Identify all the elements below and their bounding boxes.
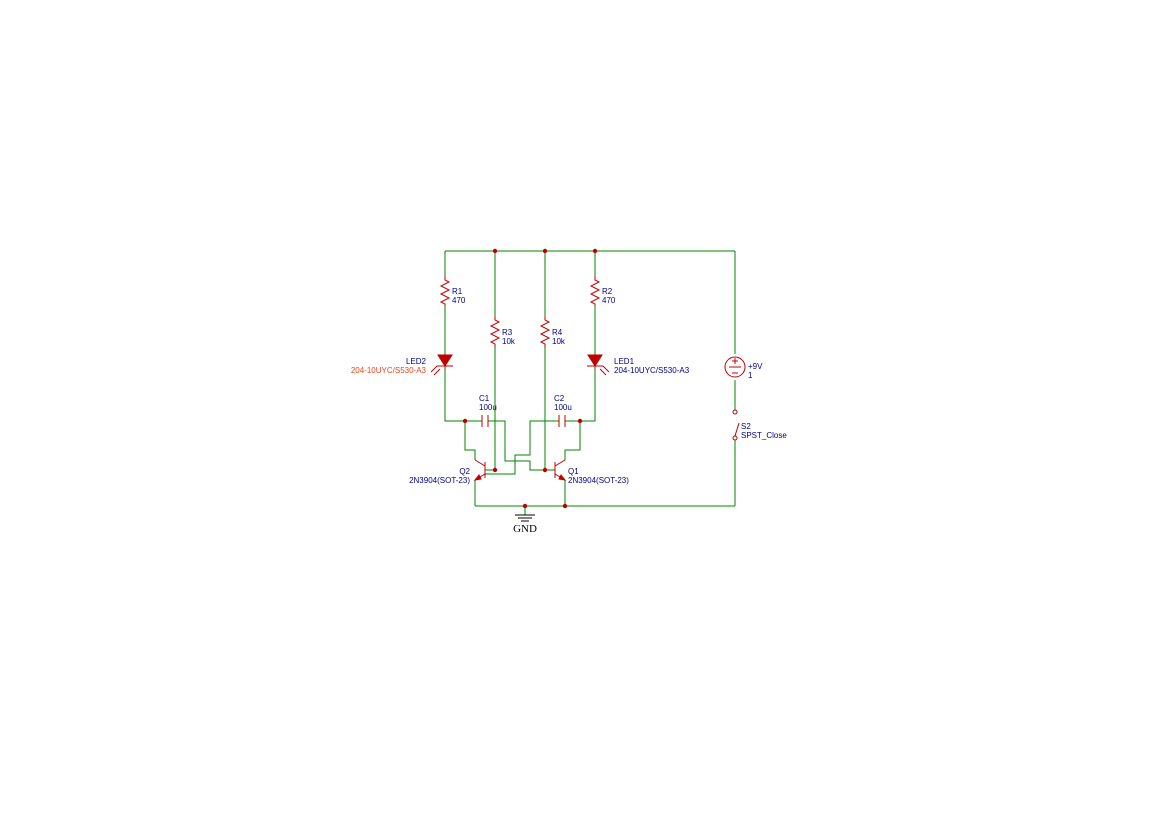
junction-dot bbox=[542, 467, 548, 473]
wires bbox=[444, 250, 736, 515]
gnd-label: GND bbox=[513, 523, 537, 535]
s2-terminal-icon bbox=[732, 409, 738, 415]
junction-dot bbox=[492, 467, 498, 473]
v1-extra: 1 bbox=[748, 371, 753, 380]
c1-ref: C1 bbox=[479, 394, 490, 403]
q2-emitter-arrow-icon bbox=[473, 474, 482, 481]
r2-value: 470 bbox=[602, 296, 616, 305]
resistor-r4[interactable]: R4 10k bbox=[539, 316, 566, 348]
led2-ref: LED2 bbox=[406, 357, 427, 366]
s2-lever-icon bbox=[734, 422, 740, 437]
ground-symbol[interactable]: GND bbox=[513, 514, 537, 535]
resistor-r2[interactable]: R2 470 bbox=[589, 276, 616, 306]
junction-dot bbox=[577, 418, 583, 424]
led-led1[interactable]: LED1 204-10UYC/S530-A3 bbox=[587, 354, 690, 376]
q2-ref: Q2 bbox=[459, 467, 470, 476]
junction-dot bbox=[592, 248, 598, 254]
s2-terminal-icon bbox=[732, 435, 738, 441]
led1-ref: LED1 bbox=[614, 357, 635, 366]
led1-value: 204-10UYC/S530-A3 bbox=[614, 366, 690, 375]
r4-value: 10k bbox=[552, 337, 566, 346]
voltage-source-9v[interactable]: +9V 1 bbox=[724, 356, 763, 380]
s2-ref: S2 bbox=[741, 422, 751, 431]
q1-collector-line bbox=[554, 459, 566, 467]
resistor-r2-icon bbox=[589, 276, 601, 306]
wire-led1-c2 bbox=[565, 370, 596, 422]
resistor-r3-icon bbox=[489, 316, 501, 348]
junction-dot bbox=[522, 503, 528, 509]
q1-value: 2N3904(SOT-23) bbox=[568, 476, 629, 485]
r3-ref: R3 bbox=[502, 328, 513, 337]
resistor-r1-icon bbox=[439, 276, 451, 306]
led1-ray-icon bbox=[599, 368, 607, 376]
led1-ray-icon bbox=[602, 365, 610, 373]
junction-dot bbox=[462, 418, 468, 424]
led2-ray-icon bbox=[433, 368, 441, 376]
q1-emitter-arrow-icon bbox=[558, 474, 567, 481]
capacitor-c2[interactable]: C2 100u bbox=[554, 394, 572, 427]
r1-value: 470 bbox=[452, 296, 466, 305]
led2-ray-icon bbox=[430, 365, 438, 373]
q2-collector-line bbox=[474, 459, 486, 467]
junction-dot bbox=[562, 503, 568, 509]
transistor-q1[interactable]: Q1 2N3904(SOT-23) bbox=[554, 459, 629, 485]
c1-value: 100u bbox=[479, 403, 497, 412]
switch-s2[interactable]: S2 SPST_Close bbox=[732, 409, 787, 441]
capacitor-c1[interactable]: C1 100u bbox=[479, 394, 497, 427]
transistor-q2[interactable]: Q2 2N3904(SOT-23) bbox=[409, 459, 486, 485]
wire-q2-collector bbox=[464, 421, 476, 460]
voltage-source-icon bbox=[724, 356, 746, 378]
r2-ref: R2 bbox=[602, 287, 613, 296]
resistor-r1[interactable]: R1 470 bbox=[439, 276, 466, 306]
r1-ref: R1 bbox=[452, 287, 463, 296]
q1-ref: Q1 bbox=[568, 467, 579, 476]
resistor-r4-icon bbox=[539, 316, 551, 348]
wire-c2-q2base bbox=[484, 420, 559, 475]
c2-value: 100u bbox=[554, 403, 572, 412]
r4-ref: R4 bbox=[552, 328, 563, 337]
junction-dot bbox=[492, 248, 498, 254]
led2-value: 204-10UYC/S530-A3 bbox=[351, 366, 427, 375]
wire-led2-c1 bbox=[444, 370, 482, 422]
led-led2[interactable]: LED2 204-10UYC/S530-A3 bbox=[351, 354, 453, 376]
wire-q1-collector bbox=[564, 421, 581, 460]
s2-value: SPST_Close bbox=[741, 431, 787, 440]
v1-value: +9V bbox=[748, 362, 763, 371]
q2-value: 2N3904(SOT-23) bbox=[409, 476, 470, 485]
r3-value: 10k bbox=[502, 337, 516, 346]
resistor-r3[interactable]: R3 10k bbox=[489, 316, 516, 348]
c2-ref: C2 bbox=[554, 394, 565, 403]
wire-c1-q1base bbox=[488, 420, 555, 471]
junction-dot bbox=[542, 248, 548, 254]
junctions bbox=[462, 248, 598, 509]
